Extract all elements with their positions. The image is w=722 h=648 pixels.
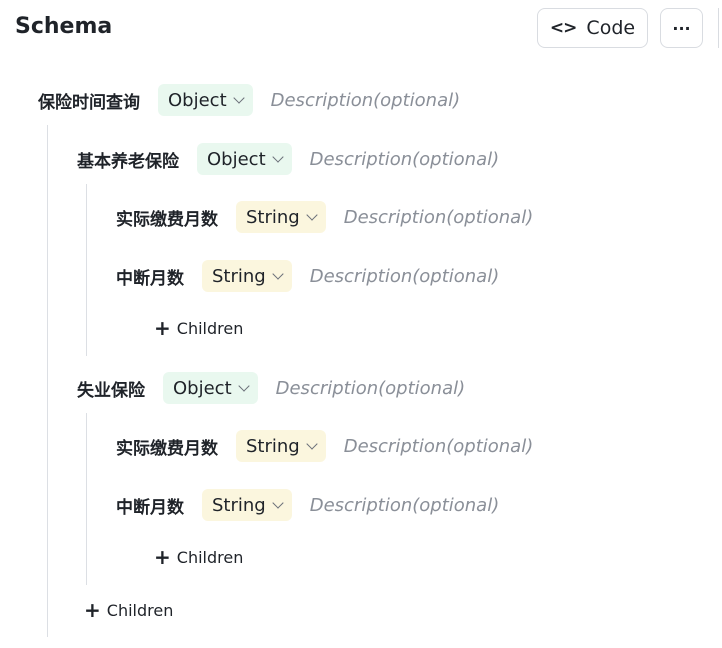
add-children-button[interactable]: + Children [154,318,243,338]
schema-row-field: 实际缴费月数 String Description(optional) [116,429,533,463]
type-select[interactable]: Object [158,84,253,116]
chevron-down-icon [272,496,284,509]
tree-guide-line [86,184,87,356]
type-label: Object [168,89,227,111]
description-input[interactable]: Description(optional) [309,148,500,170]
schema-row-group: 基本养老保险 Object Description(optional) [77,142,499,176]
type-label: Object [173,377,232,399]
add-children-label: Children [176,318,244,338]
chevron-down-icon [232,91,245,104]
field-name: 失业保险 [77,380,145,401]
add-children-label: Children [106,600,174,620]
chevron-down-icon [237,379,250,392]
type-label: String [212,494,266,516]
chevron-down-icon [271,150,284,163]
description-input[interactable]: Description(optional) [309,494,500,516]
code-icon: <> [549,18,577,38]
chevron-down-icon [272,267,284,280]
type-select[interactable]: String [236,201,326,233]
more-options-button[interactable]: ··· [660,8,703,48]
type-select[interactable]: String [202,260,292,292]
code-button-label: Code [586,17,636,39]
type-select[interactable]: Object [163,372,258,404]
description-input[interactable]: Description(optional) [270,89,461,111]
add-children-button[interactable]: + Children [84,600,173,620]
field-name: 中断月数 [116,268,184,289]
description-input[interactable]: Description(optional) [309,265,500,287]
field-name: 实际缴费月数 [116,209,218,230]
type-label: String [246,435,300,457]
chevron-down-icon [306,208,318,221]
more-icon: ··· [672,18,691,38]
type-label: String [212,265,266,287]
add-children-button[interactable]: + Children [154,547,243,567]
description-input[interactable]: Description(optional) [343,435,534,457]
chevron-down-icon [306,437,318,450]
type-select[interactable]: String [236,430,326,462]
add-children-label: Children [176,547,244,567]
type-label: Object [207,148,266,170]
code-button[interactable]: <> Code [537,8,648,48]
schema-row-field: 实际缴费月数 String Description(optional) [116,200,533,234]
description-input[interactable]: Description(optional) [343,206,534,228]
type-select[interactable]: String [202,489,292,521]
tree-guide-line [86,413,87,585]
plus-icon: + [154,316,171,340]
plus-icon: + [84,598,101,622]
tree-guide-line [47,125,48,637]
type-label: String [246,206,300,228]
plus-icon: + [154,545,171,569]
next-button-edge [718,8,722,48]
schema-row-group: 失业保险 Object Description(optional) [77,371,465,405]
schema-row-field: 中断月数 String Description(optional) [116,259,499,293]
field-name: 实际缴费月数 [116,438,218,459]
schema-row-field: 中断月数 String Description(optional) [116,488,499,522]
type-select[interactable]: Object [197,143,292,175]
schema-row-root: 保险时间查询 Object Description(optional) [38,83,460,117]
field-name: 保险时间查询 [38,92,140,113]
field-name: 中断月数 [116,497,184,518]
field-name: 基本养老保险 [77,151,179,172]
page-title: Schema [15,14,113,39]
description-input[interactable]: Description(optional) [275,377,466,399]
